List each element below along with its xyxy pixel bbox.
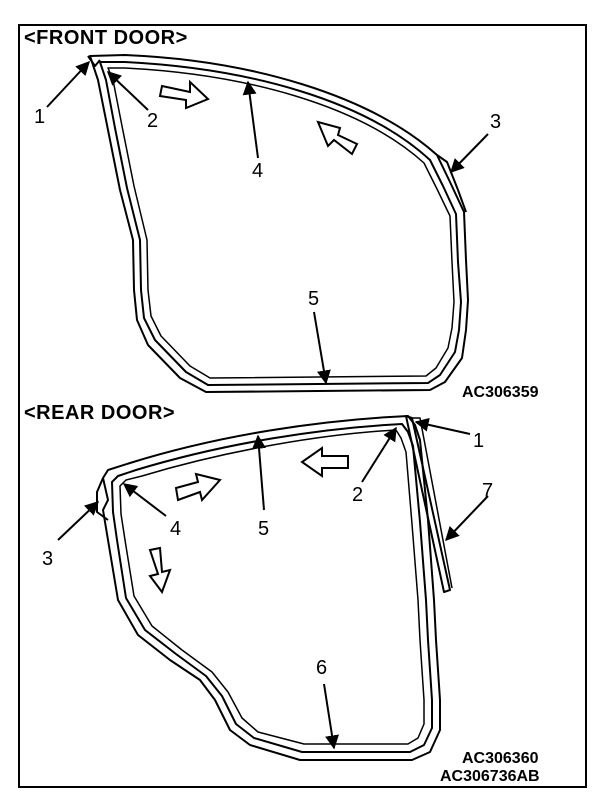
rear-direction-arrow-right <box>174 472 222 503</box>
document-code: AC306736AB <box>440 768 540 785</box>
front-callout-4: 4 <box>252 160 264 182</box>
rear-callout-1: 1 <box>473 430 485 452</box>
front-callout-3: 3 <box>490 111 502 133</box>
rear-callout-4: 4 <box>170 518 182 540</box>
front-door-outline <box>87 54 469 393</box>
front-callout-5: 5 <box>308 288 320 310</box>
rear-direction-arrow-left <box>300 446 349 478</box>
rear-figure-code: AC306360 <box>462 750 539 767</box>
rear-door-title: <REAR DOOR> <box>24 402 176 424</box>
rear-callout-5: 5 <box>258 518 270 540</box>
front-callout-1: 1 <box>34 106 46 128</box>
front-leader-lines <box>46 60 489 385</box>
front-figure-code: AC306359 <box>462 384 539 401</box>
rear-direction-arrow-down <box>148 546 172 595</box>
front-callout-2: 2 <box>147 110 159 132</box>
rear-door-outline <box>96 415 453 761</box>
front-door-title: <FRONT DOOR> <box>24 27 188 49</box>
rear-leader-lines <box>57 417 489 750</box>
front-direction-arrow-left <box>316 120 359 156</box>
rear-callout-3: 3 <box>42 548 54 570</box>
rear-callout-6: 6 <box>316 657 328 679</box>
diagram-frame <box>18 24 587 788</box>
rear-callout-7: 7 <box>482 480 494 502</box>
front-direction-arrow-right <box>158 79 210 110</box>
rear-callout-2: 2 <box>352 484 364 506</box>
